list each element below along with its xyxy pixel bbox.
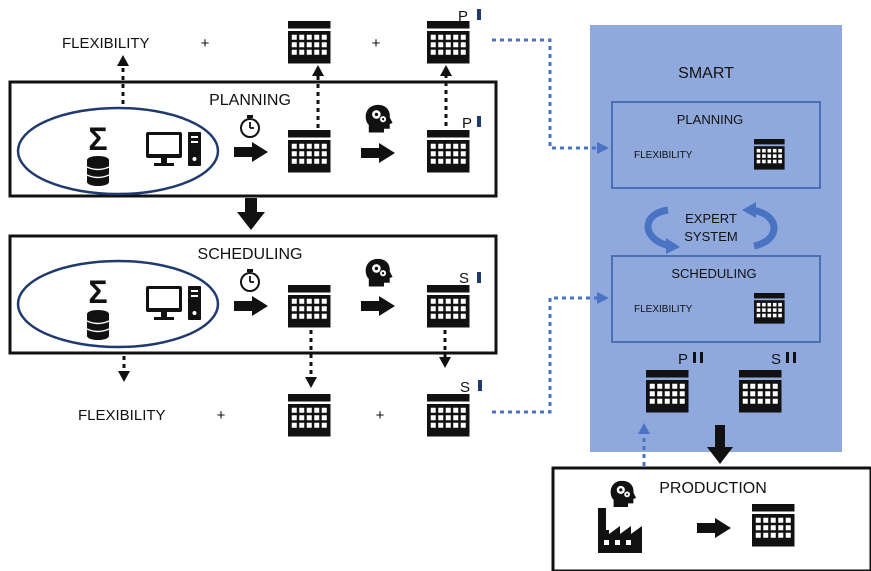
smart-planning-flexibility: FLEXIBILITY [634, 150, 693, 161]
planning-calendar-up-connector [312, 65, 324, 128]
bottom-plus-2: + [376, 407, 385, 424]
top-prime-bar [477, 9, 481, 20]
top-flexibility-label: FLEXIBILITY [62, 35, 150, 52]
planning-sum-symbol: Σ [88, 121, 107, 157]
smart-planning-box [611, 101, 821, 189]
plan-double-prime-bar-2 [700, 352, 703, 363]
smart-scheduling-box [611, 255, 821, 343]
top-calendar-icon [288, 21, 331, 64]
smart-to-production-arrow [707, 425, 733, 464]
scheduling-title: SCHEDULING [198, 246, 303, 263]
planning-to-scheduling-arrow [237, 198, 265, 230]
top-plus-2: + [372, 35, 381, 52]
smart-scheduling-flexibility: FLEXIBILITY [634, 304, 693, 315]
production-feedback-connector [638, 423, 650, 466]
scheduling-calendar-icon [288, 285, 331, 328]
production-title: PRODUCTION [659, 480, 767, 497]
scheduling-calendar-down-connector [305, 330, 317, 388]
scheduling-sum-symbol: Σ [88, 274, 107, 310]
expert-system-line1: EXPERT [685, 211, 737, 226]
top-result-calendar-icon [427, 21, 470, 64]
planning-to-smart-connector [492, 38, 609, 154]
bottom-result-calendar-icon [427, 394, 470, 437]
scheduling-flexibility-down-connector [118, 356, 130, 382]
smart-scheduling-calendar-icon [754, 293, 785, 324]
production-calendar-icon [752, 504, 795, 547]
top-plus-1: + [201, 35, 210, 52]
planning-result-mark: P [462, 115, 472, 132]
smart-plan-output-calendar-icon [646, 370, 689, 413]
plan-double-prime-bar-1 [693, 352, 696, 363]
scheduling-result-down-connector [439, 330, 451, 368]
bottom-flexibility-label: FLEXIBILITY [78, 407, 166, 424]
expert-cycle-right-icon [742, 202, 778, 250]
scheduling-database-icon [86, 309, 110, 341]
scheduling-to-smart-connector [492, 292, 609, 414]
smart-planning-calendar-icon [754, 139, 785, 170]
smart-panel [590, 25, 842, 452]
bottom-calendar-icon [288, 394, 331, 437]
planning-result-calendar-icon [427, 130, 470, 173]
bottom-result-mark: S [460, 379, 470, 396]
schedule-double-prime-bar-2 [793, 352, 796, 363]
planning-calendar-icon [288, 130, 331, 173]
scheduling-result-mark: S [459, 270, 469, 287]
smart-plan-output-mark: P [678, 351, 688, 368]
planning-database-icon [86, 155, 110, 187]
expert-system-line2: SYSTEM [684, 229, 737, 244]
expert-cycle-left-icon [644, 206, 680, 254]
scheduling-result-calendar-icon [427, 285, 470, 328]
smart-title: SMART [678, 65, 734, 82]
bottom-plus-1: + [217, 407, 226, 424]
schedule-double-prime-bar-1 [786, 352, 789, 363]
planning-flexibility-up-connector [117, 55, 129, 104]
smart-planning-title: PLANNING [677, 112, 743, 127]
smart-scheduling-title: SCHEDULING [671, 266, 756, 281]
scheduling-data-ellipse [16, 259, 220, 349]
smart-schedule-output-calendar-icon [739, 370, 782, 413]
bottom-prime-bar [478, 380, 482, 391]
planning-result-up-connector [440, 65, 452, 126]
top-result-mark: P [458, 8, 468, 25]
planning-prime-bar [477, 116, 481, 127]
planning-data-ellipse [16, 106, 220, 196]
smart-schedule-output-mark: S [771, 351, 781, 368]
scheduling-prime-bar [477, 272, 481, 283]
planning-title: PLANNING [209, 92, 291, 109]
